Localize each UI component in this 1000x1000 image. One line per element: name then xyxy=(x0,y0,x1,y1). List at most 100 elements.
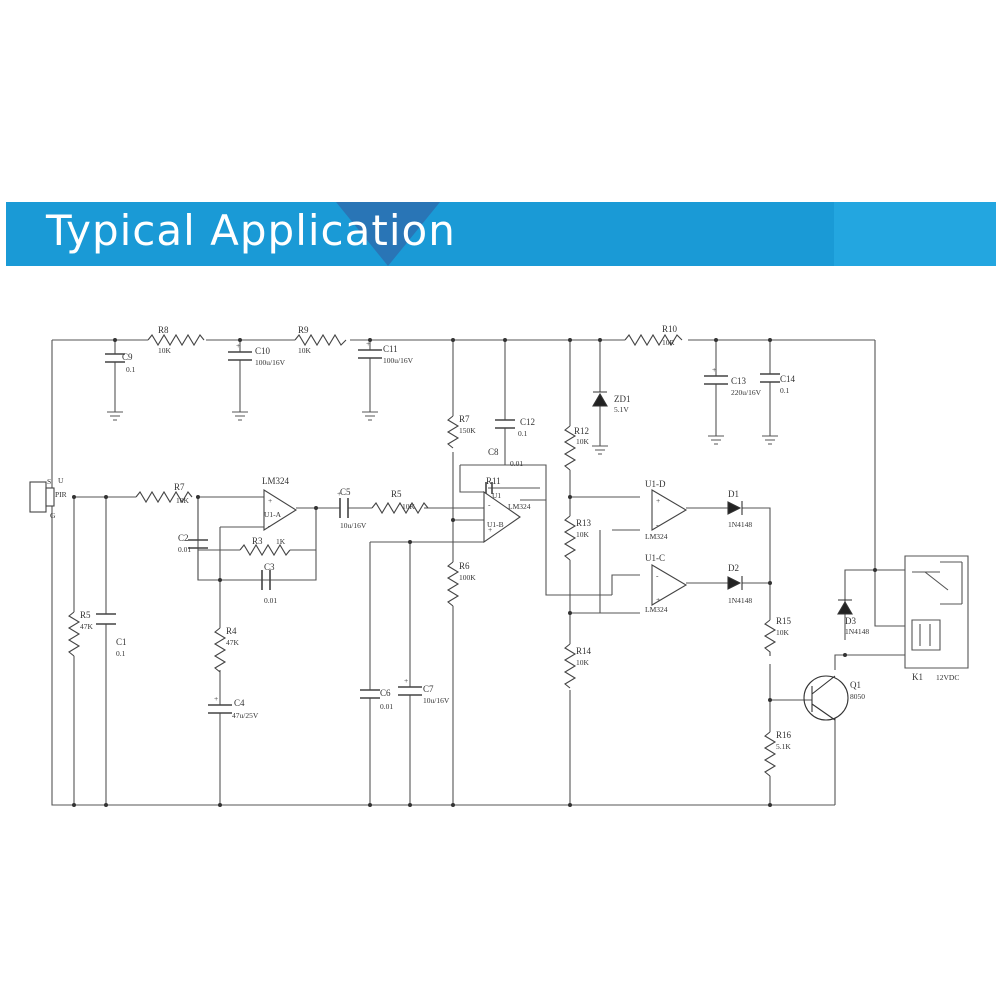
label-k1-ref: K1 xyxy=(912,672,923,682)
label-c4-value: 47u/25V xyxy=(232,711,259,720)
label-c8-ref: C8 xyxy=(488,447,499,457)
label-u1a-part: LM324 xyxy=(262,476,290,486)
label-k1-value: 12VDC xyxy=(936,673,959,682)
label-c5-ref: C5 xyxy=(340,487,351,497)
label-c5-value: 10u/16V xyxy=(340,521,367,530)
resistors xyxy=(67,333,777,777)
component-labels: R8 10K R9 10K R10 10R C9 0.1 C10 100u/16… xyxy=(47,324,959,751)
svg-text:+: + xyxy=(214,694,218,703)
label-r6-ref: R6 xyxy=(459,561,470,571)
svg-text:+: + xyxy=(404,676,408,685)
label-r10-ref: R10 xyxy=(662,324,678,334)
svg-text:+: + xyxy=(366,339,370,348)
label-r15-ref: R15 xyxy=(776,616,792,626)
label-c10-ref: C10 xyxy=(255,346,271,356)
label-r4-ref: R4 xyxy=(226,626,237,636)
label-c1-value: 0.1 xyxy=(116,649,126,658)
label-r7b-ref: R7 xyxy=(459,414,470,424)
label-r8-value: 10K xyxy=(158,346,172,355)
label-c2-value: 0.01 xyxy=(178,545,191,554)
label-r12-ref: R12 xyxy=(574,426,589,436)
label-r13-ref: R13 xyxy=(576,518,592,528)
label-u1d-ref: U1-D xyxy=(645,479,666,489)
label-r4-value: 47K xyxy=(226,638,240,647)
label-u1a-ref: U1-A xyxy=(264,510,282,519)
junction-dots xyxy=(72,338,877,807)
label-c14-value: 0.1 xyxy=(780,386,790,395)
diodes xyxy=(592,391,853,615)
label-u1c-ref: U1-C xyxy=(645,553,665,563)
label-r14-value: 10K xyxy=(576,658,590,667)
label-pir-pin-s: S xyxy=(47,477,51,486)
label-c7-value: 10u/16V xyxy=(423,696,450,705)
label-r5a-value: 47K xyxy=(80,622,94,631)
label-d3-ref: D3 xyxy=(845,616,856,626)
label-d1-ref: D1 xyxy=(728,489,739,499)
label-c14-ref: C14 xyxy=(780,374,796,384)
label-zd1-value: 5.1V xyxy=(614,405,629,414)
label-r10-value: 10R xyxy=(662,338,675,347)
section-header-banner: Typical Application xyxy=(6,202,996,266)
label-r8-ref: R8 xyxy=(158,325,169,335)
label-d3-value: 1N4148 xyxy=(845,627,869,636)
banner-shade xyxy=(834,202,996,266)
label-u1b-ref: U1-B xyxy=(487,520,504,529)
polarity-marks: +++ +++ +- -+ +- -+ xyxy=(214,339,716,703)
label-c13-ref: C13 xyxy=(731,376,747,386)
label-r16-value: 5.1K xyxy=(776,742,791,751)
label-c11-ref: C11 xyxy=(383,344,398,354)
svg-text:+: + xyxy=(712,365,716,374)
label-u1b-part: LM324 xyxy=(508,502,531,511)
label-c6-value: 0.01 xyxy=(380,702,393,711)
label-r9-ref: R9 xyxy=(298,325,309,335)
label-r14-ref: R14 xyxy=(576,646,592,656)
label-c11-value: 100u/16V xyxy=(383,356,414,365)
label-c13-value: 220u/16V xyxy=(731,388,762,397)
label-u1d-part: LM324 xyxy=(645,532,668,541)
transistor-q1 xyxy=(803,675,849,721)
label-q1-ref: Q1 xyxy=(850,680,861,690)
label-d2-ref: D2 xyxy=(728,563,739,573)
banner-accent-triangle xyxy=(336,202,440,266)
label-c9-value: 0.1 xyxy=(126,365,136,374)
label-c10-value: 100u/16V xyxy=(255,358,286,367)
svg-text:-: - xyxy=(656,571,659,580)
svg-text:-: - xyxy=(656,520,659,529)
label-r5a-ref: R5 xyxy=(80,610,91,620)
label-pir-pin-pir: PIR xyxy=(55,490,67,499)
ground-symbols xyxy=(107,411,778,455)
label-c8-value: 0.01 xyxy=(510,459,523,468)
label-r5b-value: 10K xyxy=(402,502,416,511)
svg-text:-: - xyxy=(268,521,271,530)
label-u1c-part: LM324 xyxy=(645,605,668,614)
pir-sensor-connector xyxy=(29,481,55,513)
label-u1top-ref: U1 xyxy=(492,491,501,500)
svg-text:-: - xyxy=(488,500,491,509)
label-r9-value: 10K xyxy=(298,346,312,355)
label-r6-value: 100K xyxy=(459,573,476,582)
op-amps xyxy=(263,489,688,606)
label-r13-value: 10K xyxy=(576,530,590,539)
label-r15-value: 10K xyxy=(776,628,790,637)
label-c3-value: 0.01 xyxy=(264,596,277,605)
label-zd1-ref: ZD1 xyxy=(614,394,631,404)
label-pir-pin-g: G xyxy=(50,511,56,520)
label-c4-ref: C4 xyxy=(234,698,245,708)
svg-text:+: + xyxy=(656,595,660,604)
label-pir-ref: U xyxy=(58,476,64,485)
label-c1-ref: C1 xyxy=(116,637,127,647)
label-c3-ref: C3 xyxy=(264,562,275,572)
label-c9-ref: C9 xyxy=(122,352,133,362)
label-q1-value: 8050 xyxy=(850,692,865,701)
label-r7a-value: 10K xyxy=(176,496,190,505)
capacitors xyxy=(96,349,780,714)
label-r16-ref: R16 xyxy=(776,730,792,740)
svg-text:+: + xyxy=(656,496,660,505)
label-c6-ref: C6 xyxy=(380,688,391,698)
label-r11-ref: R11 xyxy=(486,476,501,486)
label-r3-value: 1K xyxy=(276,537,286,546)
section-title: Typical Application xyxy=(46,206,456,255)
svg-text:+: + xyxy=(268,496,272,505)
label-r7a-ref: R7 xyxy=(174,482,185,492)
